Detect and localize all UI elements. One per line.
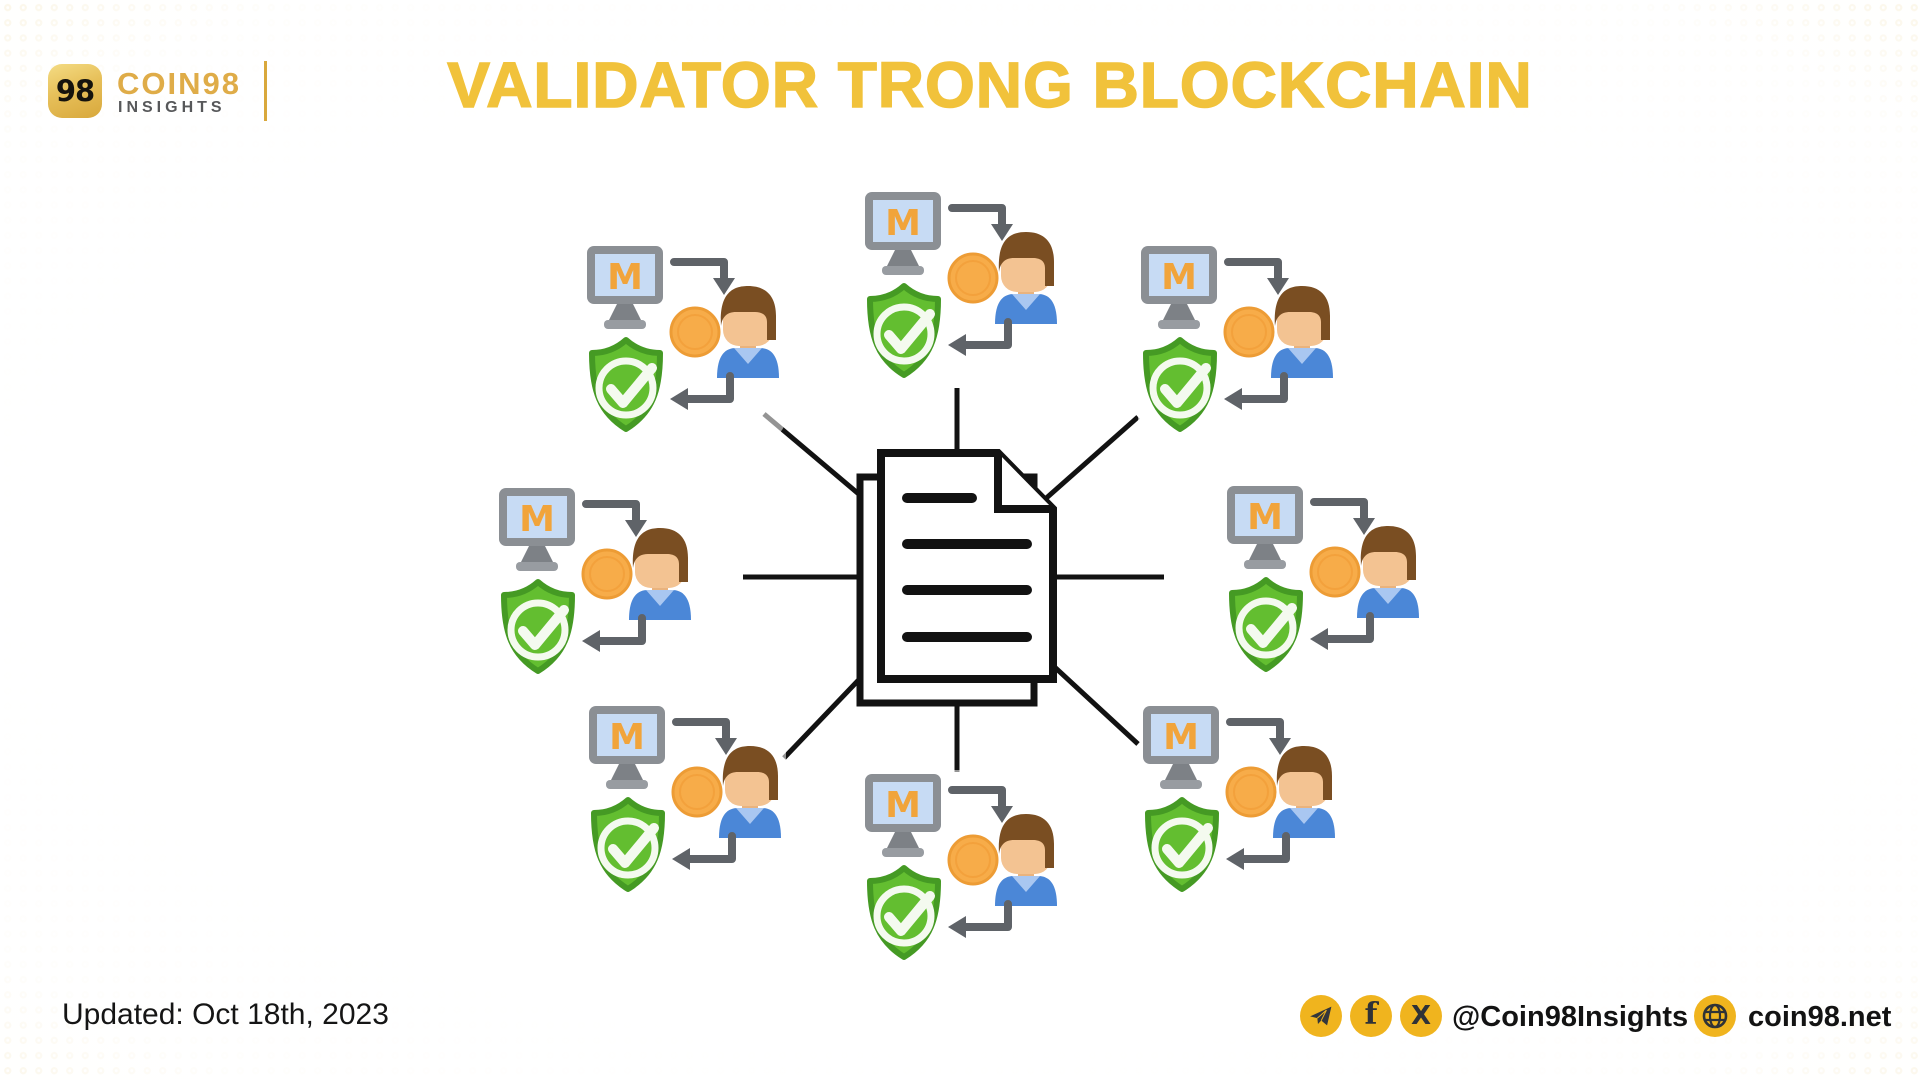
transfer-arrow-icon xyxy=(670,258,735,295)
telegram-icon[interactable] xyxy=(1300,995,1342,1037)
validator-icon-group: M xyxy=(587,246,779,432)
monitor-icon: M xyxy=(1141,246,1217,329)
telegram-plane-icon xyxy=(1310,1006,1332,1026)
shield-check-icon xyxy=(501,579,575,674)
transfer-arrow-icon xyxy=(948,204,1013,241)
monitor-letter: M xyxy=(1163,717,1199,758)
user-icon xyxy=(1357,526,1419,618)
website-url[interactable]: coin98.net xyxy=(1748,1001,1892,1033)
coin-icon xyxy=(947,252,999,304)
brand-name: COIN98 xyxy=(117,66,241,101)
monitor-letter: M xyxy=(609,717,645,758)
return-arrow-icon xyxy=(948,318,1012,356)
validator-icon-group: M xyxy=(1143,706,1335,892)
monitor-letter: M xyxy=(885,785,921,826)
shield-check-icon xyxy=(867,283,941,378)
monitor-icon: M xyxy=(589,706,665,789)
logo-mark: 98 xyxy=(55,74,95,108)
monitor-letter: M xyxy=(519,499,555,540)
monitor-letter: M xyxy=(607,257,643,298)
brand-divider xyxy=(264,61,267,121)
user-icon xyxy=(1273,746,1335,838)
return-arrow-icon xyxy=(1224,372,1288,410)
transfer-arrow-icon xyxy=(672,718,737,755)
x-icon[interactable]: X xyxy=(1400,995,1442,1037)
social-handle[interactable]: @Coin98Insights xyxy=(1452,1001,1689,1033)
validator-icon-group: M xyxy=(865,774,1057,960)
coin-icon xyxy=(669,306,721,358)
monitor-icon: M xyxy=(587,246,663,329)
monitor-icon: M xyxy=(865,192,941,275)
validator-icon-group: M xyxy=(865,192,1057,378)
page-title: VALIDATOR TRONG BLOCKCHAIN xyxy=(447,48,1533,122)
facebook-icon[interactable]: f xyxy=(1350,995,1392,1037)
facebook-f-glyph: f xyxy=(1364,997,1378,1032)
validator-top: M xyxy=(862,188,1062,380)
return-arrow-icon xyxy=(582,614,646,652)
transfer-arrow-icon xyxy=(1226,718,1291,755)
validator-left: M xyxy=(496,484,696,676)
shield-check-icon xyxy=(1145,797,1219,892)
coin-icon xyxy=(1309,546,1361,598)
network-diagram xyxy=(743,388,1164,772)
shield-check-icon xyxy=(589,337,663,432)
brand-subtitle: INSIGHTS xyxy=(118,99,226,116)
coin-icon xyxy=(1223,306,1275,358)
validator-right: M xyxy=(1224,482,1424,674)
coin-icon xyxy=(581,548,633,600)
validator-top-left: M xyxy=(584,242,784,434)
globe-icon[interactable] xyxy=(1694,995,1736,1037)
coin-icon xyxy=(671,766,723,818)
transfer-arrow-icon xyxy=(1310,498,1375,535)
shield-check-icon xyxy=(867,865,941,960)
validator-icon-group: M xyxy=(589,706,781,892)
monitor-icon: M xyxy=(1143,706,1219,789)
validator-icon-group: M xyxy=(1227,486,1419,672)
user-icon xyxy=(717,286,779,378)
return-arrow-icon xyxy=(948,900,1012,938)
shield-check-icon xyxy=(591,797,665,892)
transfer-arrow-icon xyxy=(1224,258,1289,295)
user-icon xyxy=(995,232,1057,324)
user-icon xyxy=(995,814,1057,906)
shield-check-icon xyxy=(1143,337,1217,432)
shield-check-icon xyxy=(1229,577,1303,672)
validator-bottom-left: M xyxy=(586,702,786,894)
monitor-letter: M xyxy=(1161,257,1197,298)
monitor-icon: M xyxy=(865,774,941,857)
validator-bottom-right: M xyxy=(1140,702,1340,894)
monitor-icon: M xyxy=(1227,486,1303,569)
return-arrow-icon xyxy=(672,832,736,870)
return-arrow-icon xyxy=(1310,612,1374,650)
coin98-logo-icon: 98 xyxy=(48,64,102,118)
globe-wireframe-icon xyxy=(1702,1003,1728,1029)
monitor-letter: M xyxy=(885,203,921,244)
validator-icon-group: M xyxy=(1141,246,1333,432)
monitor-icon: M xyxy=(499,488,575,571)
updated-date: Updated: Oct 18th, 2023 xyxy=(62,998,389,1031)
document-icon xyxy=(856,449,1057,707)
validator-top-right: M xyxy=(1138,242,1338,434)
coin-icon xyxy=(1225,766,1277,818)
return-arrow-icon xyxy=(670,372,734,410)
user-icon xyxy=(1271,286,1333,378)
coin-icon xyxy=(947,834,999,886)
return-arrow-icon xyxy=(1226,832,1290,870)
validator-bottom: M xyxy=(862,770,1062,962)
transfer-arrow-icon xyxy=(582,500,647,537)
transfer-arrow-icon xyxy=(948,786,1013,823)
user-icon xyxy=(629,528,691,620)
document-text-lines xyxy=(902,493,1032,642)
user-icon xyxy=(719,746,781,838)
x-glyph: X xyxy=(1410,1001,1432,1031)
monitor-letter: M xyxy=(1247,497,1283,538)
validator-icon-group: M xyxy=(499,488,691,674)
